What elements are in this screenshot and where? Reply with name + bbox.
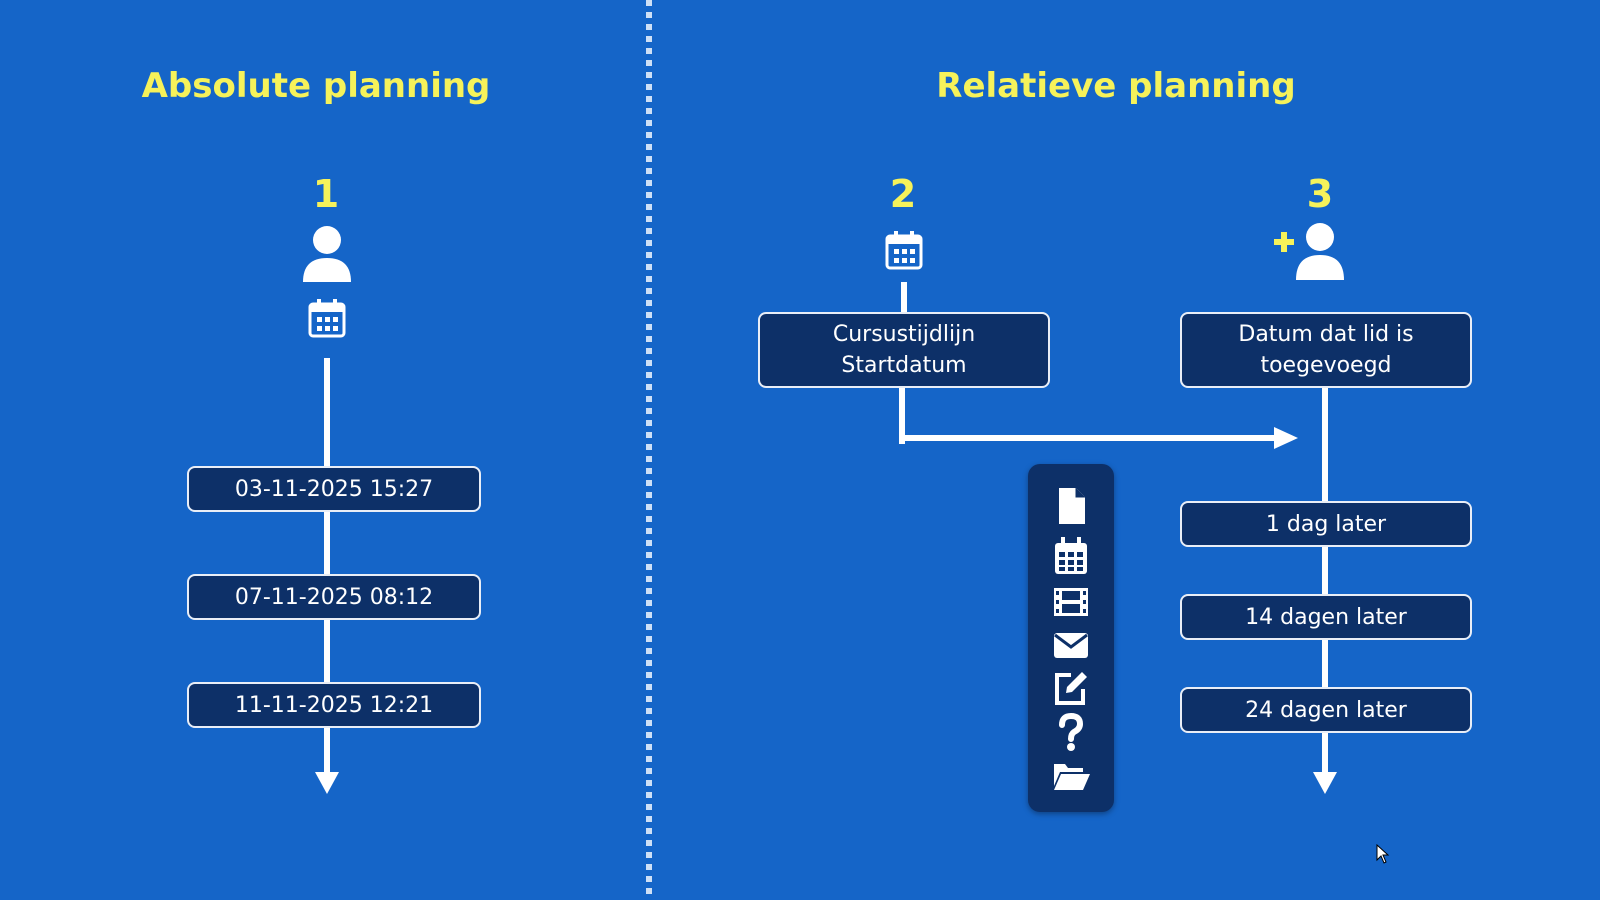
- elbow-arrow-vertical: [899, 388, 905, 444]
- absolute-date-box-1: 03-11-2025 15:27: [187, 466, 481, 512]
- offset-box-3: 24 dagen later: [1180, 687, 1472, 733]
- dotted-divider: [646, 0, 652, 900]
- relative-timeline-line: [1322, 388, 1328, 778]
- step-number-3: 3: [1306, 172, 1334, 216]
- edit-icon: [1048, 668, 1094, 708]
- absolute-date-box-3: 11-11-2025 12:21: [187, 682, 481, 728]
- arrow-down-icon: [1313, 772, 1337, 794]
- offset-box-1: 1 dag later: [1180, 501, 1472, 547]
- offset-box-2: 14 dagen later: [1180, 594, 1472, 640]
- elbow-arrow-horizontal: [899, 435, 1279, 441]
- course-box-line1: Cursustijdlijn: [832, 322, 976, 347]
- activity-icons-panel: [1028, 464, 1114, 812]
- relative-planning-title: Relatieve planning: [936, 66, 1296, 106]
- absolute-date-box-2: 07-11-2025 08:12: [187, 574, 481, 620]
- calendar-icon: [1048, 536, 1094, 576]
- absolute-planning-title: Absolute planning: [141, 66, 491, 106]
- file-icon: [1048, 486, 1094, 526]
- step-number-2: 2: [889, 172, 917, 216]
- mouse-cursor-icon: [1376, 844, 1390, 864]
- add-user-icon: [1274, 223, 1344, 280]
- step-number-1: 1: [312, 172, 340, 216]
- question-icon: [1048, 712, 1094, 752]
- envelope-icon: [1048, 625, 1094, 665]
- course-startdate-box: Cursustijdlijn Startdatum: [758, 312, 1050, 388]
- folder-open-icon: [1048, 756, 1094, 796]
- course-connector-line: [901, 282, 907, 314]
- member-box-line2: toegevoegd: [1260, 353, 1392, 378]
- arrow-right-icon: [1274, 427, 1298, 449]
- member-added-date-box: Datum dat lid is toegevoegd: [1180, 312, 1472, 388]
- arrow-down-icon: [315, 772, 339, 794]
- calendar-icon: [885, 231, 923, 270]
- member-box-line1: Datum dat lid is: [1238, 322, 1414, 347]
- course-box-line2: Startdatum: [841, 353, 967, 378]
- user-icon: [303, 226, 351, 282]
- absolute-timeline-line: [324, 358, 330, 778]
- calendar-icon: [308, 299, 346, 338]
- film-icon: [1048, 582, 1094, 622]
